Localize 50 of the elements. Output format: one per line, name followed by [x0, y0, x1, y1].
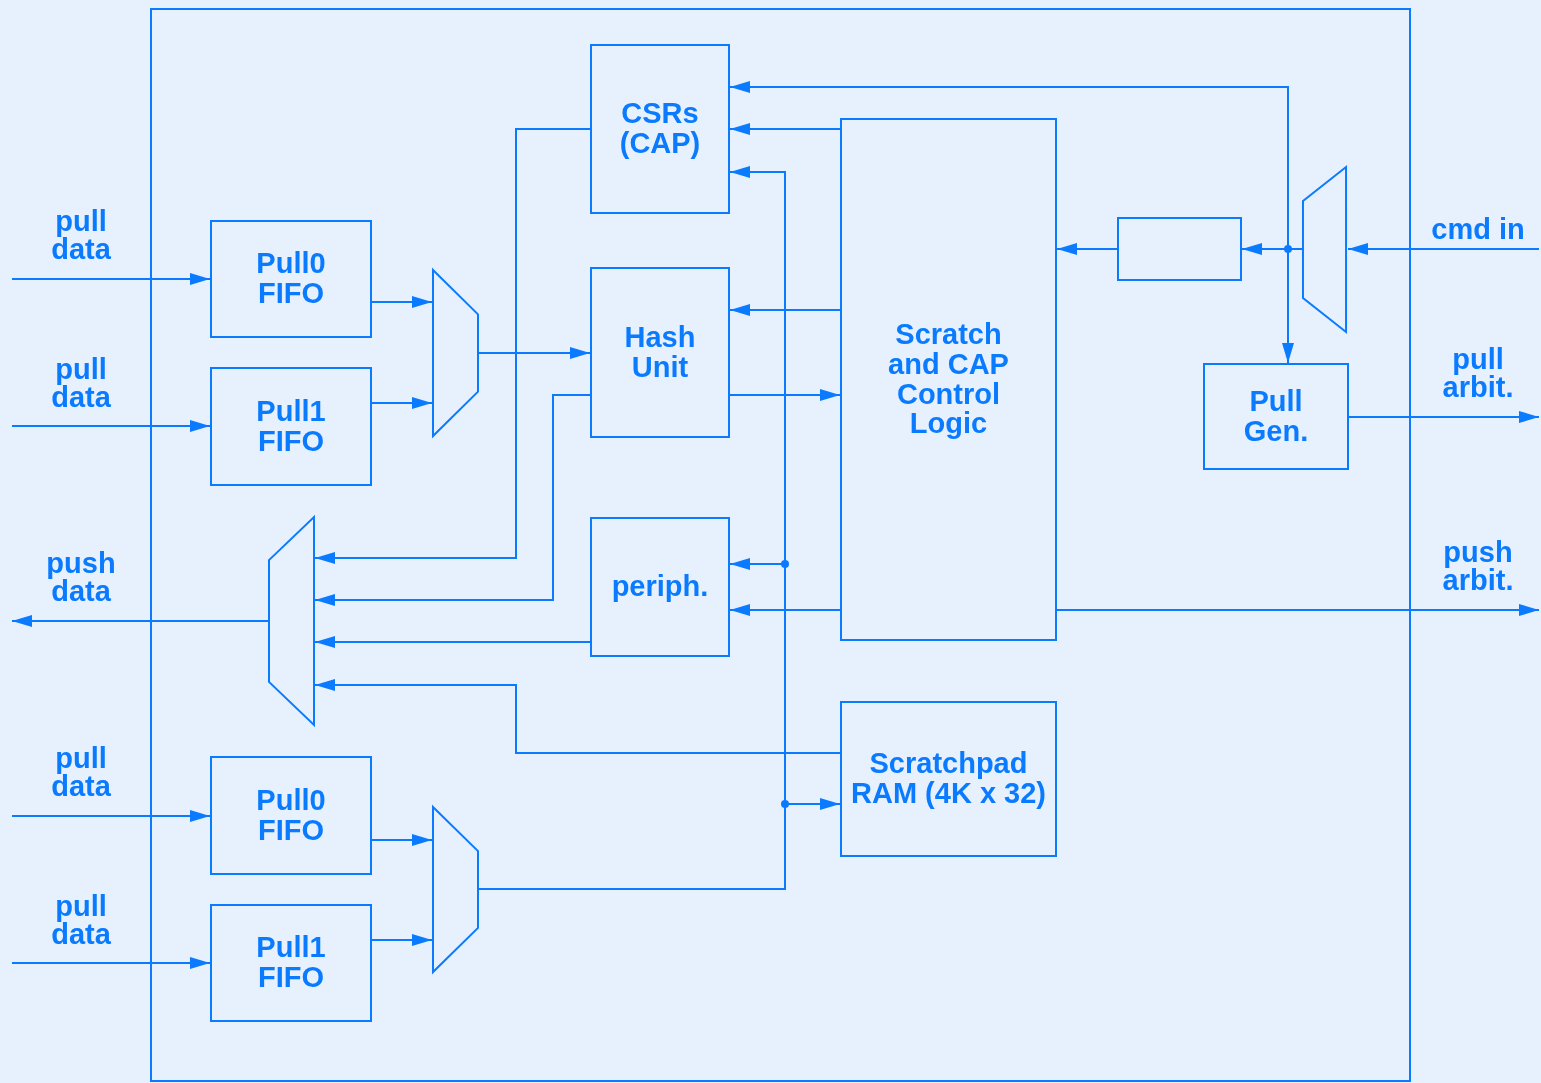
block-label: Hash Unit — [623, 322, 697, 383]
arrow — [11, 957, 211, 969]
multiplexer-trapezoid — [268, 516, 315, 726]
arrow — [729, 389, 841, 401]
arrow — [371, 397, 433, 409]
memory-block — [840, 701, 1057, 857]
block-label: periph. — [610, 572, 710, 602]
pull-generator-block — [1203, 363, 1349, 470]
peripheral-block — [590, 517, 730, 657]
arrow — [314, 636, 591, 648]
fifo-block — [210, 367, 372, 486]
arrow — [1056, 604, 1540, 616]
arrow — [478, 347, 591, 359]
arrow — [371, 934, 433, 946]
arrow — [314, 128, 591, 564]
fifo-block — [210, 904, 372, 1022]
arrow — [1348, 411, 1540, 423]
arrow — [729, 304, 841, 316]
arrow — [371, 834, 433, 846]
arrow — [11, 273, 211, 285]
block-label: Pull0 FIFO — [255, 249, 327, 309]
block-label: Pull1 FIFO — [255, 396, 327, 457]
arrow — [1056, 243, 1118, 255]
fifo-block — [210, 220, 372, 338]
block-label: Pull0 FIFO — [255, 785, 327, 846]
outer-block-border — [150, 8, 1411, 1082]
block-label: Scratch and CAP Control Logic — [887, 320, 1010, 439]
arrow — [314, 679, 841, 754]
block-label: Scratchpad RAM (4K x 32) — [850, 749, 1047, 809]
fifo-block — [210, 756, 372, 875]
arrow — [314, 394, 591, 606]
register-block — [590, 44, 730, 214]
block-label: CSRs (CAP) — [618, 99, 702, 159]
demultiplexer-trapezoid — [1302, 166, 1348, 333]
arrow — [729, 123, 841, 135]
arrow — [478, 798, 841, 890]
arrow — [11, 615, 269, 627]
arrow — [11, 810, 211, 822]
multiplexer-trapezoid — [432, 806, 479, 973]
multiplexer-trapezoid — [432, 269, 479, 437]
block-label: Pull1 FIFO — [255, 933, 327, 993]
arrow — [1347, 243, 1540, 255]
control-logic-block — [840, 118, 1057, 641]
arrow — [11, 420, 211, 432]
register-block — [1117, 217, 1242, 281]
block-label: Pull Gen. — [1242, 386, 1310, 447]
hash-unit-block — [590, 267, 730, 438]
arrow — [371, 296, 433, 308]
arrow — [1282, 248, 1303, 364]
arrow — [729, 604, 841, 616]
